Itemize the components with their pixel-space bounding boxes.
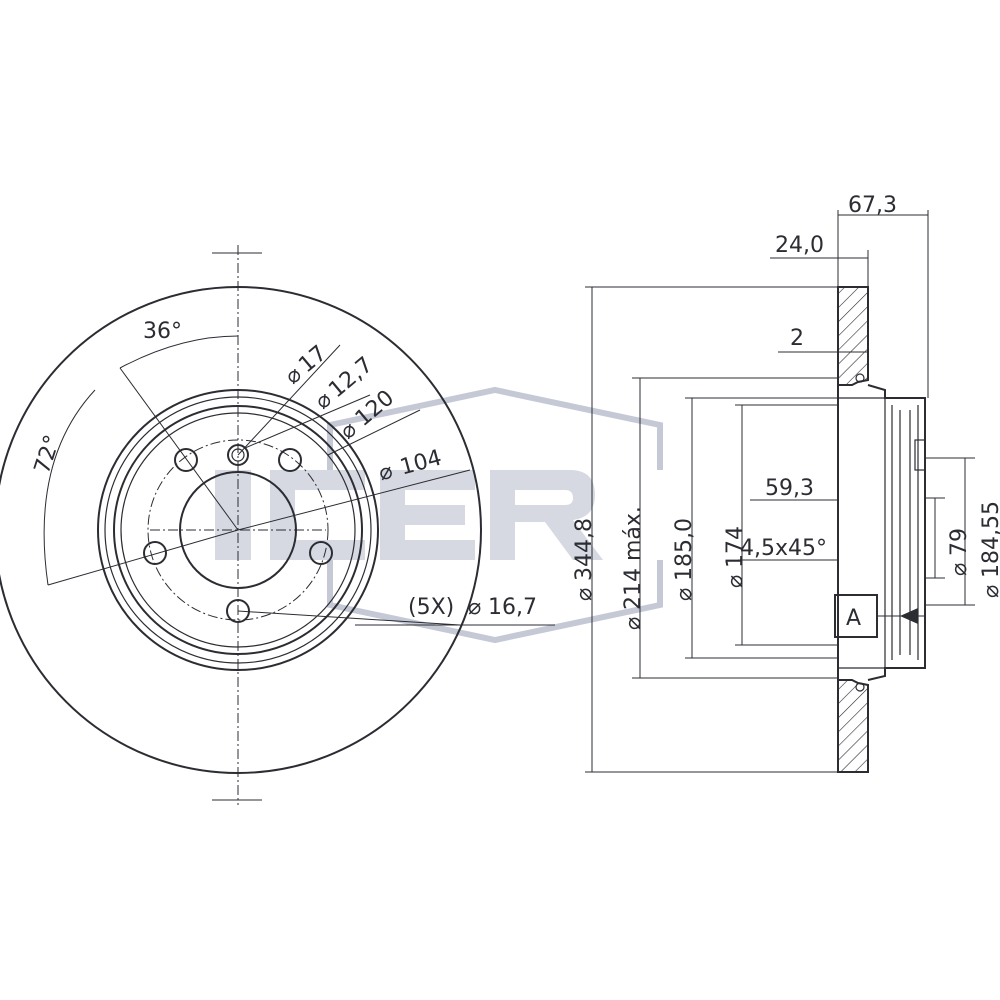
dia-symbol: ⌀ — [468, 595, 481, 620]
holes-leader — [237, 610, 461, 626]
dia-symbol: ⌀ — [621, 617, 646, 630]
dia-104-group: ⌀ 104 — [376, 446, 444, 487]
dia-185-0-label: 185,0 — [672, 518, 697, 581]
datum-label: A — [846, 606, 861, 631]
dim-59-3-label: 59,3 — [765, 476, 814, 501]
angle-72-label: 72° — [30, 432, 66, 477]
bolt-hole — [174, 448, 198, 472]
dia-17-leader — [237, 344, 341, 456]
disc-section-lower — [837, 679, 869, 773]
side-view — [585, 210, 975, 773]
front-view — [0, 245, 555, 805]
dia-104-leader — [237, 469, 471, 531]
dim-24-0-label: 24,0 — [775, 233, 824, 258]
bolt-holes — [143, 448, 333, 623]
dia-12-7-leader — [244, 394, 371, 449]
dia-symbol: ⌀ — [572, 588, 597, 601]
chamfer-label: 4,5x45° — [740, 536, 827, 561]
dia-174-label: 174 — [723, 526, 748, 568]
bolt-hole — [143, 541, 167, 565]
dim-2-label: 2 — [790, 326, 804, 351]
dia-214-label: 214 máx. — [621, 506, 646, 610]
angle-36-arc — [119, 335, 239, 369]
dia-120-label: 120 — [351, 386, 399, 432]
brand-watermark — [215, 386, 663, 644]
disc-section-upper — [837, 286, 869, 386]
dia-120-leader — [327, 409, 421, 456]
dia-17-label: 17 — [294, 341, 332, 378]
dia-344-8-group: ⌀ 344,8 — [572, 518, 597, 601]
angle-36-label: 36° — [143, 319, 182, 344]
datum-arrow — [900, 608, 918, 624]
dia-symbol: ⌀ — [979, 585, 1000, 598]
angle-72-leader — [47, 529, 239, 586]
angle-72-arc — [43, 389, 96, 586]
dia-214-group: ⌀ 214 máx. — [621, 506, 646, 630]
holes-count-label: (5X) — [408, 595, 454, 620]
dia-symbol: ⌀ — [672, 588, 697, 601]
dia-79-group: ⌀ 79 — [947, 528, 972, 576]
dia-79-label: 79 — [947, 528, 972, 556]
dim-67-3-label: 67,3 — [848, 193, 897, 218]
dia-symbol: ⌀ — [947, 563, 972, 576]
dia-symbol: ⌀ — [723, 575, 748, 588]
dia-17-group: ⌀ 17 — [281, 341, 332, 390]
angle-36-leader — [119, 367, 239, 531]
dia-184-55-label: 184,55 — [979, 501, 1000, 578]
dia-184-55-group: ⌀ 184,55 — [979, 501, 1000, 598]
bolt-hole — [309, 541, 333, 565]
bolt-hole — [278, 448, 302, 472]
dia-16-7-label: 16,7 — [488, 595, 537, 620]
dia-185-group: ⌀ 185,0 — [672, 518, 697, 601]
dia-344-8-label: 344,8 — [572, 518, 597, 581]
dia-174-group: ⌀ 174 — [723, 526, 748, 588]
dia-symbol: ⌀ — [376, 459, 395, 487]
hat-outline — [867, 384, 926, 681]
